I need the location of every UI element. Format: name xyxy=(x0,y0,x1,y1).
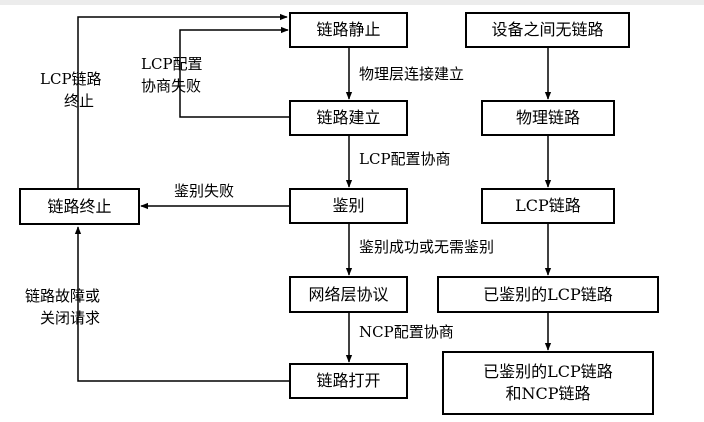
top-border xyxy=(0,0,704,5)
lcp-term-label-line2: 终止 xyxy=(64,92,95,110)
auth-ok-label: 鉴别成功或无需鉴别 xyxy=(359,238,495,256)
lcp-fail-label-line2: 协商失败 xyxy=(141,77,202,95)
lcp-term-label-line1: LCP链路 xyxy=(40,70,102,88)
physical-up-label: 物理层连接建立 xyxy=(359,65,465,83)
lcp-fail-label-line1: LCP配置 xyxy=(141,55,203,73)
auth-fail-label: 鉴别失败 xyxy=(174,182,235,200)
network-protocol-state: 网络层协议 xyxy=(289,276,408,313)
arrow-lcp-fail-loop xyxy=(179,26,289,118)
fail-close-label-line1: 链路故障或 xyxy=(25,287,101,305)
authenticated-lcp-link-label: 已鉴别的LCP链路 xyxy=(483,284,613,304)
link-established-label: 链路建立 xyxy=(316,108,381,127)
physical-link-label: 物理链路 xyxy=(515,108,580,127)
no-link-label: 设备之间无链路 xyxy=(491,20,604,39)
authenticated-lcp-ncp-line1: 已鉴别的LCP链路 xyxy=(483,362,613,381)
ncp-config-label: NCP配置协商 xyxy=(359,323,454,341)
physical-link-state: 物理链路 xyxy=(481,100,615,136)
link-established-state: 链路建立 xyxy=(289,100,408,136)
authenticate-state: 鉴别 xyxy=(289,188,408,224)
authenticate-label: 鉴别 xyxy=(332,196,365,215)
authenticated-lcp-ncp-line2: 和NCP链路 xyxy=(505,384,591,403)
authenticated-lcp-ncp-link-state: 已鉴别的LCP链路 和NCP链路 xyxy=(442,351,654,415)
no-link-state: 设备之间无链路 xyxy=(465,12,630,48)
link-open-label: 链路打开 xyxy=(316,371,381,390)
lcp-config-label: LCP配置协商 xyxy=(359,150,451,168)
link-dead-state: 链路静止 xyxy=(289,12,408,48)
lcp-link-label: LCP链路 xyxy=(515,196,581,215)
lcp-link-state: LCP链路 xyxy=(481,188,615,224)
link-terminate-label: 链路终止 xyxy=(47,196,112,216)
authenticated-lcp-link-state: 已鉴别的LCP链路 xyxy=(437,276,659,313)
network-protocol-label: 网络层协议 xyxy=(308,284,389,304)
link-open-state: 链路打开 xyxy=(289,363,408,399)
arrow-open-to-terminate xyxy=(74,226,289,382)
arrow-terminate-to-dead xyxy=(77,13,288,188)
fail-close-label-line2: 关闭请求 xyxy=(40,309,101,327)
link-terminate-state: 链路终止 xyxy=(19,188,140,225)
link-dead-label: 链路静止 xyxy=(316,20,381,39)
